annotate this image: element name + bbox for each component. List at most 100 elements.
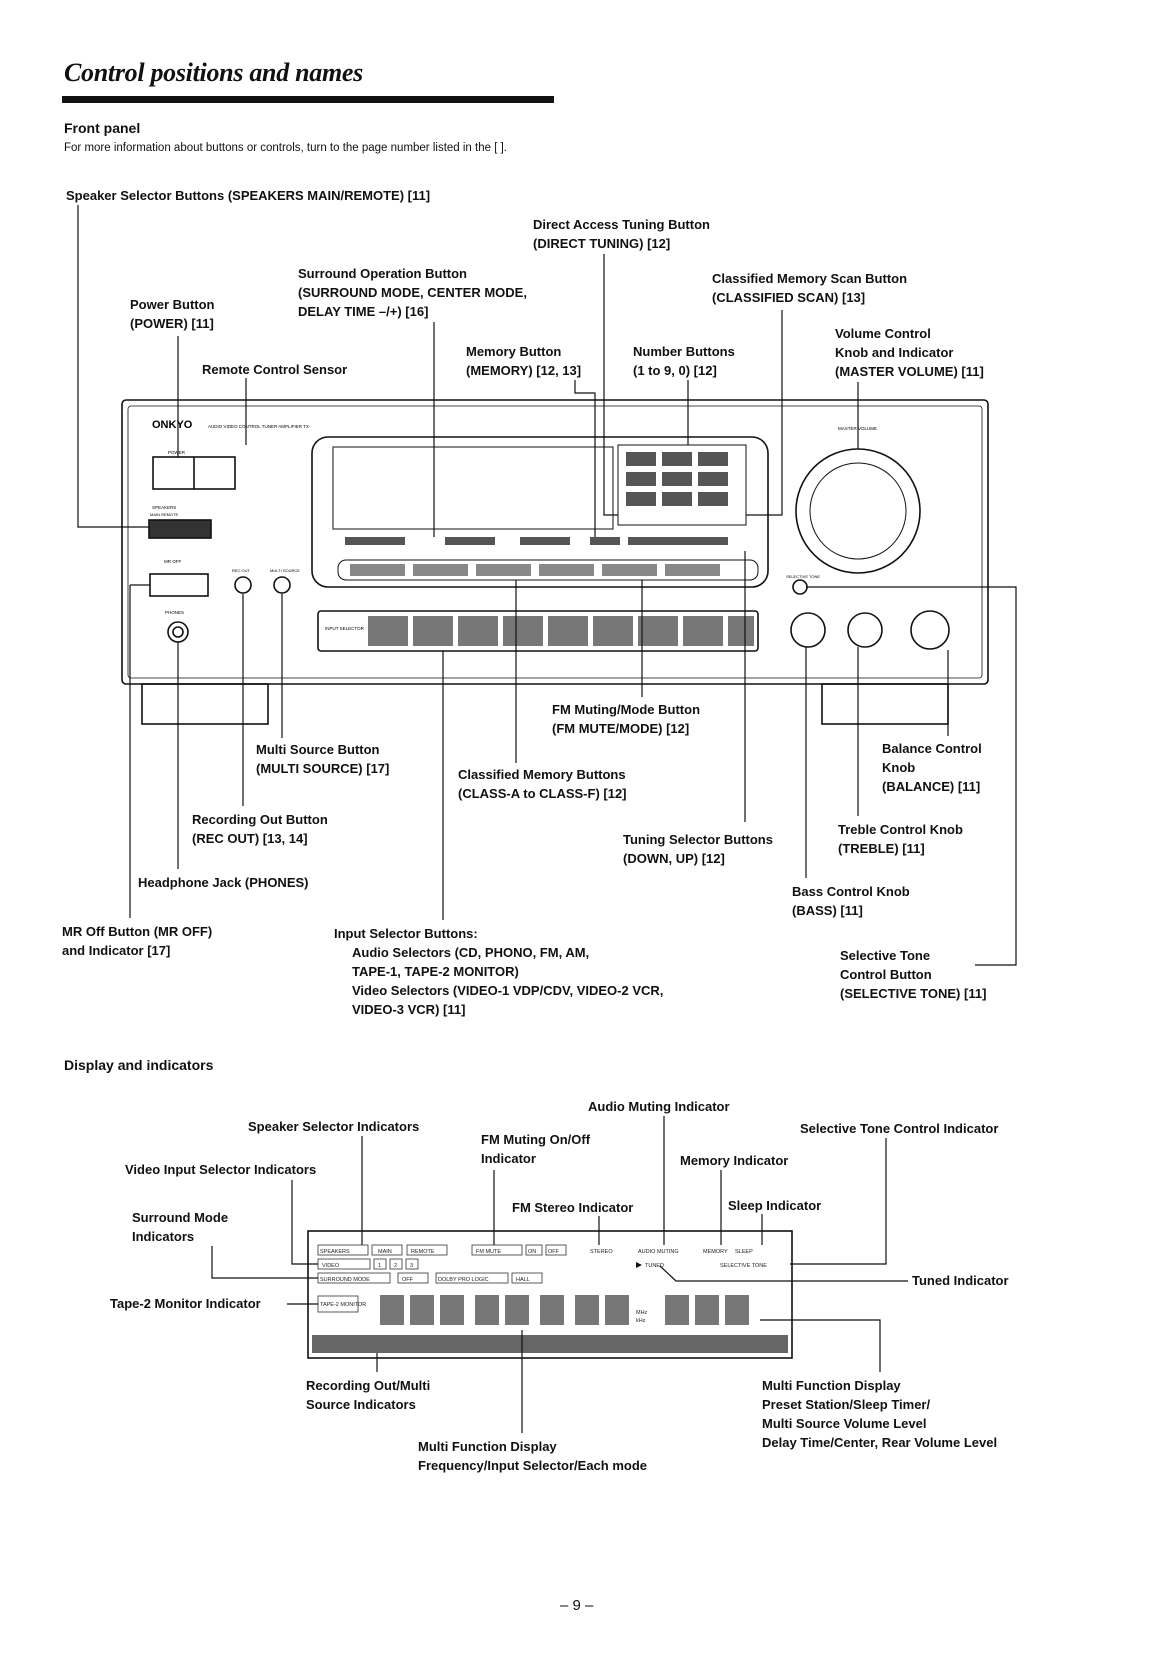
page-number: – 9 – [560, 1597, 594, 1614]
label-bass-line: (BASS) [11] [792, 903, 863, 918]
label-bass: Bass Control Knob(BASS) [11] [792, 882, 910, 920]
input-selector-label: INPUT SELECTOR [325, 626, 365, 631]
multi-source-label: MULTI SOURCE [270, 568, 300, 573]
disp-memory: MEMORY [703, 1249, 728, 1255]
label-classified-memory-line: (CLASS-A to CLASS-F) [12] [458, 786, 627, 801]
bass-knob [790, 612, 826, 648]
display-window [311, 436, 769, 588]
disp-remote: REMOTE [411, 1249, 435, 1255]
label-headphone: Headphone Jack (PHONES) [138, 873, 309, 892]
label-fm-muting-indicator-line: FM Muting On/Off [481, 1132, 591, 1147]
label-direct-tuning: Direct Access Tuning Button(DIRECT TUNIN… [533, 215, 710, 253]
disp-video: VIDEO [322, 1263, 340, 1269]
balance-knob [910, 610, 950, 650]
label-multi-function-bottom-line: Frequency/Input Selector/Each mode [418, 1458, 647, 1473]
surround-buttons [345, 537, 728, 545]
label-tape2-indicator: Tape-2 Monitor Indicator [110, 1294, 261, 1313]
label-input-selector-line: TAPE-1, TAPE-2 MONITOR) [352, 964, 519, 979]
label-memory-indicator-line: Memory Indicator [680, 1153, 789, 1168]
label-mr-off-line: MR Off Button (MR OFF) [62, 924, 213, 939]
disp-tuned: TUNED [645, 1263, 664, 1269]
rec-out-button [234, 576, 252, 594]
label-selective-tone-line: (SELECTIVE TONE) [11] [840, 986, 987, 1001]
label-surround-operation-line: Surround Operation Button [298, 266, 467, 281]
label-memory-indicator: Memory Indicator [680, 1151, 788, 1170]
display-strip [312, 1335, 788, 1353]
speaker-buttons [148, 519, 212, 539]
disp-speakers: SPEAKERS [320, 1249, 350, 1255]
speakers-label: SPEAKERS [152, 505, 176, 510]
label-classified-scan-line: Classified Memory Scan Button [712, 271, 908, 286]
phones-label: PHONES [165, 610, 184, 615]
class-buttons [350, 564, 720, 576]
selective-tone-label: SELECTIVE TONE [786, 574, 820, 579]
model-text: AUDIO VIDEO CONTROL TUNER AMPLIFIER TX- [208, 424, 311, 429]
disp-video-1: 1 [378, 1263, 381, 1269]
display-diagram [307, 1230, 793, 1359]
disp-khz: kHz [636, 1318, 646, 1324]
label-multi-function-right-line: Multi Source Volume Level [762, 1416, 927, 1431]
disp-sleep: SLEEP [735, 1249, 753, 1255]
label-treble-line: (TREBLE) [11] [838, 841, 925, 856]
label-headphone-line: Headphone Jack (PHONES) [138, 875, 309, 890]
label-fm-mute: FM Muting/Mode Button(FM MUTE/MODE) [12] [552, 700, 700, 738]
speakers-sub-label: MAIN REMOTE [150, 512, 179, 517]
label-remote-sensor: Remote Control Sensor [202, 360, 347, 379]
power-label: POWER [168, 450, 186, 455]
label-surround-indicators-line: Indicators [132, 1229, 195, 1244]
label-video-input-indicators-line: Video Input Selector Indicators [125, 1162, 317, 1177]
label-speaker-indicators-line: Speaker Selector Indicators [248, 1119, 420, 1134]
label-tuning-selector-line: (DOWN, UP) [12] [623, 851, 725, 866]
multi-source-button [273, 576, 291, 594]
disp-selective-tone: SELECTIVE TONE [720, 1263, 767, 1269]
label-rec-out-line: Recording Out Button [192, 812, 328, 827]
disp-on: ON [528, 1249, 536, 1255]
display-leader-lines [211, 1116, 908, 1433]
label-tuned-indicator: Tuned Indicator [912, 1271, 1009, 1290]
disp-main: MAIN [378, 1249, 392, 1255]
label-tuned-indicator-line: Tuned Indicator [912, 1273, 1009, 1288]
label-memory-button: Memory Button(MEMORY) [12, 13] [466, 342, 581, 380]
label-input-selector: Input Selector Buttons:Audio Selectors (… [334, 924, 663, 1019]
label-selective-tone-line: Selective Tone [840, 948, 931, 963]
disp-fm-mute: FM MUTE [476, 1249, 501, 1255]
label-fm-stereo: FM Stereo Indicator [512, 1198, 633, 1217]
label-volume-control-line: (MASTER VOLUME) [11] [835, 364, 984, 379]
label-sleep-indicator-line: Sleep Indicator [728, 1198, 822, 1213]
label-surround-operation: Surround Operation Button(SURROUND MODE,… [298, 264, 527, 321]
mr-off-label: MR OFF [164, 559, 181, 564]
label-volume-control-line: Knob and Indicator [835, 345, 954, 360]
label-sleep-indicator: Sleep Indicator [728, 1196, 821, 1215]
label-number-buttons-line: Number Buttons [633, 344, 735, 359]
master-volume-knob [795, 448, 921, 574]
display-segments [380, 1295, 749, 1325]
label-recording-out-line: Recording Out/Multi [306, 1378, 431, 1393]
label-selective-tone-indicator: Selective Tone Control Indicator [800, 1119, 998, 1138]
label-balance-line: Balance Control [882, 741, 982, 756]
brand-logo: ONKYO [152, 419, 193, 431]
title-rule [62, 96, 554, 103]
label-classified-memory: Classified Memory Buttons(CLASS-A to CLA… [458, 765, 627, 803]
receiver-chassis [121, 399, 989, 685]
label-multi-function-bottom-line: Multi Function Display [418, 1439, 557, 1454]
right-foot [821, 683, 949, 725]
tuned-arrow-icon [636, 1262, 642, 1268]
label-tape2-indicator-line: Tape-2 Monitor Indicator [110, 1296, 261, 1311]
label-speaker-selector-line: Speaker Selector Buttons (SPEAKERS MAIN/… [66, 188, 431, 203]
disp-surround-mode: SURROUND MODE [320, 1277, 370, 1283]
label-input-selector-line: Audio Selectors (CD, PHONO, FM, AM, [352, 945, 590, 960]
label-multi-source: Multi Source Button(MULTI SOURCE) [17] [256, 740, 389, 778]
page-title: Control positions and names [64, 58, 363, 87]
disp-video-2: 2 [394, 1263, 397, 1269]
label-surround-operation-line: DELAY TIME –/+) [16] [298, 304, 429, 319]
label-fm-mute-line: FM Muting/Mode Button [552, 702, 701, 717]
label-memory-button-line: Memory Button [466, 344, 562, 359]
label-number-buttons-line: (1 to 9, 0) [12] [633, 363, 717, 378]
